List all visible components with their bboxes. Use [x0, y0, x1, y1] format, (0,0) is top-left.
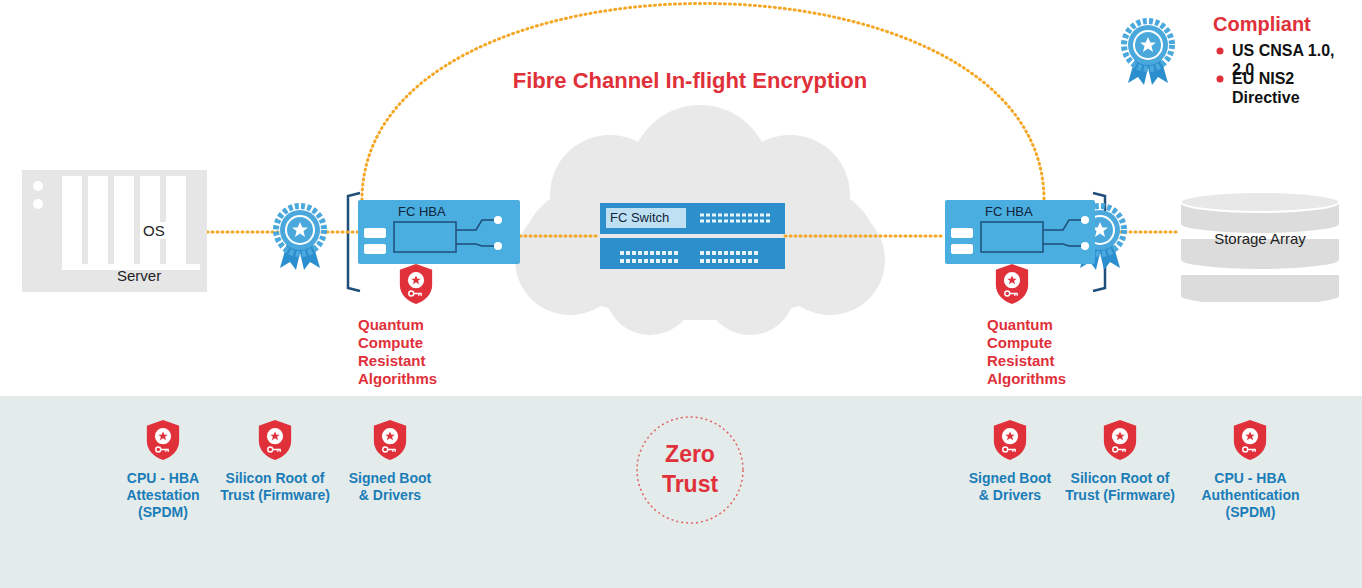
hba-label: FC HBA [398, 204, 446, 219]
dotted-link [785, 235, 945, 238]
bullet [1217, 76, 1224, 83]
shape [606, 208, 686, 228]
feature-label: Signed Boot & Drivers [345, 470, 435, 504]
feature-label: Silicon Root of Trust (Firmware) [1060, 470, 1180, 504]
storage-label: Storage Array [1180, 230, 1340, 247]
feature-label: Quantum Compute Resistant Algorithms [358, 316, 458, 388]
shape [494, 242, 502, 250]
bullet [1217, 48, 1224, 55]
security-shield [994, 420, 1026, 460]
drive-bay [166, 176, 186, 264]
security-shield [996, 264, 1028, 304]
shape [951, 228, 973, 238]
drive-bay [140, 176, 160, 264]
compliance-medal [1124, 21, 1172, 85]
hba-card [945, 200, 1095, 264]
shape [1081, 242, 1089, 250]
shape [364, 228, 386, 238]
shape [1043, 220, 1081, 246]
storage-top [1181, 192, 1339, 212]
shape [1081, 216, 1089, 224]
shape [700, 251, 760, 255]
edge-label: Fibre Channel In-flight Encryption [440, 68, 940, 94]
shape [620, 251, 680, 255]
security-shield [259, 420, 291, 460]
circle-node: Zero Trust [635, 415, 745, 525]
server-outline [22, 170, 207, 292]
server-node: OS Server [22, 170, 207, 292]
security-shield [147, 420, 179, 460]
feature-label: Quantum Compute Resistant Algorithms [987, 316, 1087, 388]
drive-bay [88, 176, 108, 264]
shape [700, 215, 770, 221]
hba-chip [981, 222, 1043, 252]
shape [620, 259, 680, 263]
feature-label: CPU - HBA Attestation (SPDM) [103, 470, 223, 520]
network-cloud [515, 105, 885, 335]
legend-title: Compliant [1213, 12, 1353, 36]
zero-trust-label: Zero Trust [645, 440, 735, 500]
hba-node: FC HBA [358, 200, 520, 264]
drive-bay [62, 176, 82, 264]
storage-disk [1180, 274, 1340, 302]
server-label: Server [114, 267, 164, 284]
feature-label: CPU - HBA Authentication (SPDM) [1178, 470, 1323, 520]
hba-node: FC HBA [945, 200, 1095, 264]
server-chassis [22, 170, 207, 292]
shape [33, 199, 43, 209]
security-shield [374, 420, 406, 460]
hba-card [358, 200, 520, 264]
hba-chip [394, 222, 456, 252]
zero-trust-circle [637, 417, 743, 523]
switch-unit [600, 238, 785, 269]
compliance-medal [276, 206, 324, 270]
circle-outline [635, 415, 745, 525]
feature-label: Silicon Root of Trust (Firmware) [215, 470, 335, 504]
security-shield [1234, 420, 1266, 460]
dotted-link [362, 4, 1044, 201]
compliance-item: EU NIS2 Directive [1232, 69, 1360, 107]
storage-node: Storage Array [1180, 190, 1340, 302]
security-shield [1104, 420, 1136, 460]
shape [33, 181, 43, 191]
shape [364, 244, 386, 254]
bottom-band [0, 396, 1362, 588]
feature-label: Signed Boot & Drivers [965, 470, 1055, 504]
shape [700, 259, 760, 263]
switch-node: FC Switch [600, 203, 785, 269]
switch-label: FC Switch [610, 210, 669, 225]
dotted-link [520, 235, 600, 238]
shape [456, 220, 494, 246]
os-label: OS [140, 222, 168, 239]
shape [494, 216, 502, 224]
switch-unit [600, 203, 785, 234]
hba-label: FC HBA [985, 204, 1033, 219]
drive-bay [114, 176, 134, 264]
shape [951, 244, 973, 254]
security-shield [400, 264, 432, 304]
